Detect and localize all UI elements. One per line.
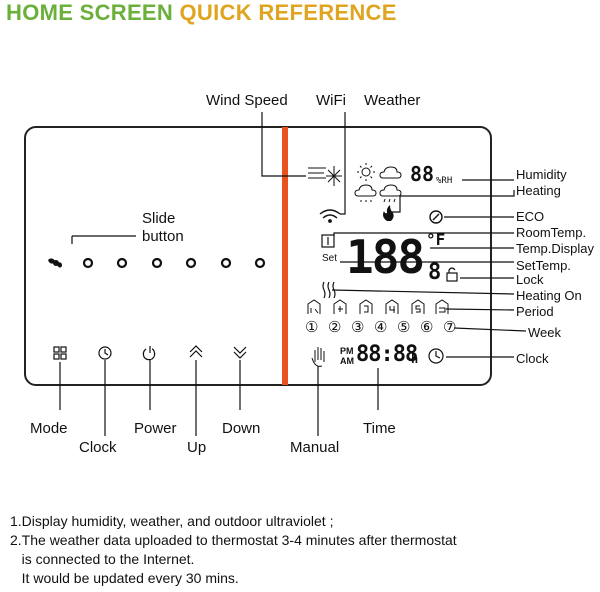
manual-label: Manual <box>290 439 340 456</box>
period-6-icon <box>435 299 449 314</box>
wifi-leader <box>340 112 346 215</box>
sun-icon <box>357 163 375 181</box>
wind-speed-leader <box>261 112 306 177</box>
slide-dot-4 <box>185 257 197 269</box>
lock-label: Lock <box>516 272 544 287</box>
set-label: Set <box>322 253 338 264</box>
cloud-icon <box>379 166 402 179</box>
power-label: Power <box>134 420 177 437</box>
period-4-icon <box>385 299 399 314</box>
up-icon <box>189 345 203 358</box>
rain-icon <box>379 184 402 203</box>
clock-label: Clock <box>516 351 549 366</box>
notes: 1.Display humidity, weather, and outdoor… <box>10 512 457 588</box>
heating-on-icon <box>322 281 336 299</box>
weekday-1: ① <box>305 319 319 336</box>
wind-speed-icon <box>308 166 342 186</box>
room-temp-label: RoomTemp. <box>516 225 587 240</box>
clock-button-label: Clock <box>79 439 117 456</box>
humidity-unit: %RH <box>436 176 453 186</box>
week-leader <box>453 327 527 332</box>
slide-dot-6 <box>254 257 266 269</box>
down-icon <box>233 346 247 359</box>
flame-icon <box>383 205 394 221</box>
slide-button-leader <box>71 235 136 244</box>
eco-icon <box>429 210 443 224</box>
weekday-3: ③ <box>351 319 365 336</box>
temp-value: 188 <box>346 230 425 284</box>
temp-unit: °F <box>426 230 446 249</box>
slide-dot-2 <box>116 257 128 269</box>
note-3: is connected to the Internet. <box>10 551 195 567</box>
weekday-6: ⑥ <box>420 319 434 336</box>
eco-label: ECO <box>516 209 545 224</box>
week-label: Week <box>528 325 561 340</box>
note-1: 1.Display humidity, weather, and outdoor… <box>10 513 334 529</box>
slide-button-label-2: button <box>142 228 184 245</box>
weather-label: Weather <box>364 92 421 109</box>
period-label: Period <box>516 304 554 319</box>
heating-on-label: Heating On <box>516 288 582 303</box>
pm-indicator: PM <box>340 346 354 356</box>
fan-icon <box>48 258 62 268</box>
period-icons <box>307 299 449 314</box>
heating-leader <box>388 190 515 213</box>
time-unit: h <box>411 352 419 366</box>
wifi-label: WiFi <box>316 92 346 109</box>
time-value: 88:88 <box>356 342 418 367</box>
power-icon <box>142 346 156 361</box>
snow-icon <box>354 184 377 202</box>
wifi-icon <box>319 209 341 223</box>
period-2-icon <box>333 299 347 314</box>
period-1-icon <box>307 299 321 314</box>
time-label: Time <box>363 420 396 437</box>
title-part-2: QUICK REFERENCE <box>179 0 397 25</box>
period-5-icon <box>411 299 425 314</box>
clock-button-icon <box>98 346 112 360</box>
set-value: 8 <box>428 260 442 285</box>
lock-icon <box>446 267 458 282</box>
room-temp-icon <box>321 234 335 248</box>
up-label: Up <box>187 439 207 456</box>
slide-dot-1 <box>82 257 94 269</box>
slide-bar <box>48 257 266 269</box>
weekday-5: ⑤ <box>397 319 411 336</box>
mode-icon <box>53 346 67 360</box>
weekday-4: ④ <box>374 319 388 336</box>
down-label: Down <box>222 420 261 437</box>
set-temp-label: SetTemp. <box>516 258 571 273</box>
clock-icon <box>428 348 444 364</box>
title-part-1: HOME SCREEN <box>6 0 180 25</box>
room-temp-leader <box>333 232 514 236</box>
heating-label: Heating <box>516 183 561 198</box>
weekday-7: ⑦ <box>443 319 457 336</box>
period-leader <box>445 308 515 311</box>
am-indicator: AM <box>340 356 354 366</box>
thermostat-frame <box>24 126 492 386</box>
slide-dot-5 <box>220 257 232 269</box>
heating-on-leader <box>331 289 515 295</box>
wind-speed-label: Wind Speed <box>206 92 288 109</box>
note-2: 2.The weather data uploaded to thermosta… <box>10 532 457 548</box>
weekday-2: ② <box>328 319 342 336</box>
humidity-label: Humidity <box>516 167 567 182</box>
slide-dot-3 <box>151 257 163 269</box>
mode-label: Mode <box>30 420 68 437</box>
panel-divider <box>282 127 288 385</box>
page-title: HOME SCREEN QUICK REFERENCE <box>6 0 397 26</box>
slide-button-label-1: Slide <box>142 210 176 227</box>
hand-icon <box>311 347 325 367</box>
note-4: It would be updated every 30 mins. <box>10 570 239 586</box>
period-3-icon <box>359 299 373 314</box>
humidity-value: 88 <box>410 162 435 186</box>
temp-display-label: Temp.Display <box>516 241 595 256</box>
